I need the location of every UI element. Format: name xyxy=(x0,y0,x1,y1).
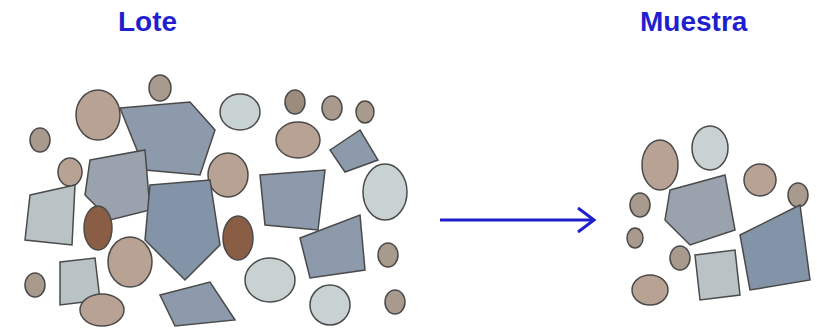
pile-node: Muestra xyxy=(600,0,817,332)
pile-node: Lote xyxy=(0,0,430,332)
sample-rock-pile xyxy=(600,0,817,332)
flow-arrow xyxy=(440,208,594,232)
rock-pile xyxy=(0,0,430,332)
pile-heading: Lote xyxy=(118,6,177,38)
pile-heading: Muestra xyxy=(640,6,747,38)
